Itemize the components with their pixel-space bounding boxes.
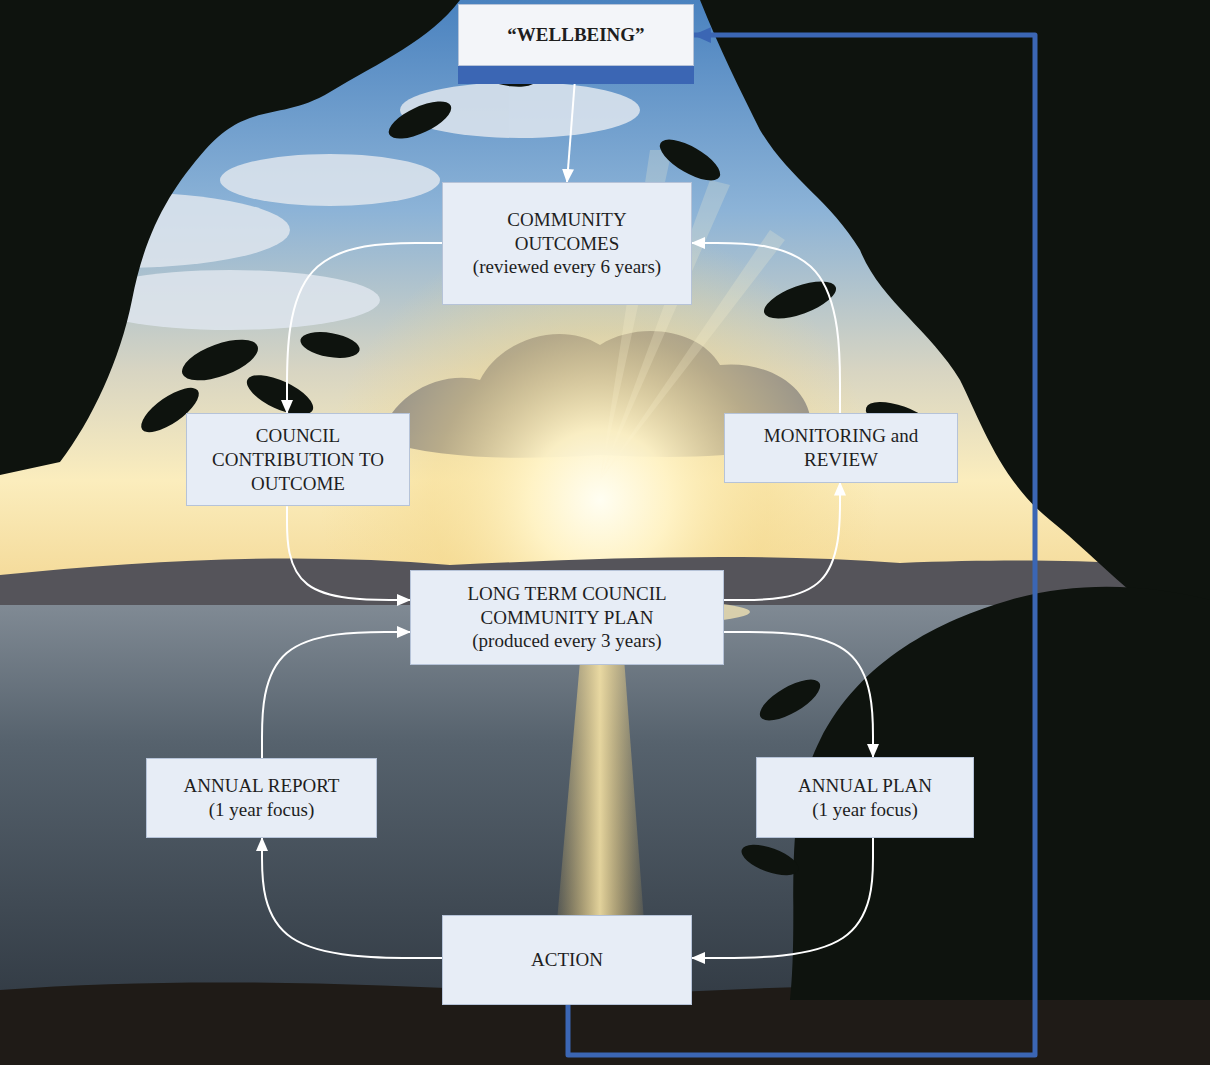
box-heading: MONITORING and REVIEW: [739, 424, 943, 472]
process-box: ANNUAL REPORT(1 year focus): [146, 758, 377, 838]
flow-arrow: [724, 483, 840, 601]
box-heading: ANNUAL REPORT: [184, 774, 340, 798]
box-heading: COMMUNITY OUTCOMES: [457, 208, 677, 256]
flow-arrow: [287, 243, 442, 413]
box-note: (1 year focus): [209, 798, 315, 822]
flow-arrow: [724, 632, 873, 757]
flow-arrow: [692, 243, 840, 413]
flow-arrow: [262, 632, 410, 758]
flow-arrow: [567, 66, 576, 182]
box-heading: ANNUAL PLAN: [798, 774, 932, 798]
tree-silhouettes: [0, 0, 1210, 1000]
flow-arrow: [692, 838, 873, 958]
goal-box: “WELLBEING”: [458, 4, 694, 66]
flow-arrow: [287, 506, 410, 600]
box-note: (1 year focus): [812, 798, 918, 822]
process-box: ANNUAL PLAN(1 year focus): [756, 757, 974, 838]
box-note: (reviewed every 6 years): [473, 255, 661, 279]
box-heading: ACTION: [531, 948, 603, 972]
box-heading: LONG TERM COUNCIL COMMUNITY PLAN: [425, 582, 709, 630]
process-box: COUNCIL CONTRIBUTION TO OUTCOME: [186, 413, 410, 506]
flow-arrow: [262, 838, 442, 958]
box-note: (produced every 3 years): [472, 629, 661, 653]
process-box: MONITORING and REVIEW: [724, 413, 958, 483]
process-box: ACTION: [442, 915, 692, 1005]
box-heading: “WELLBEING”: [507, 23, 644, 47]
process-box: COMMUNITY OUTCOMES(reviewed every 6 year…: [442, 182, 692, 305]
process-box: LONG TERM COUNCIL COMMUNITY PLAN(produce…: [410, 570, 724, 665]
box-heading: COUNCIL CONTRIBUTION TO OUTCOME: [201, 424, 395, 495]
